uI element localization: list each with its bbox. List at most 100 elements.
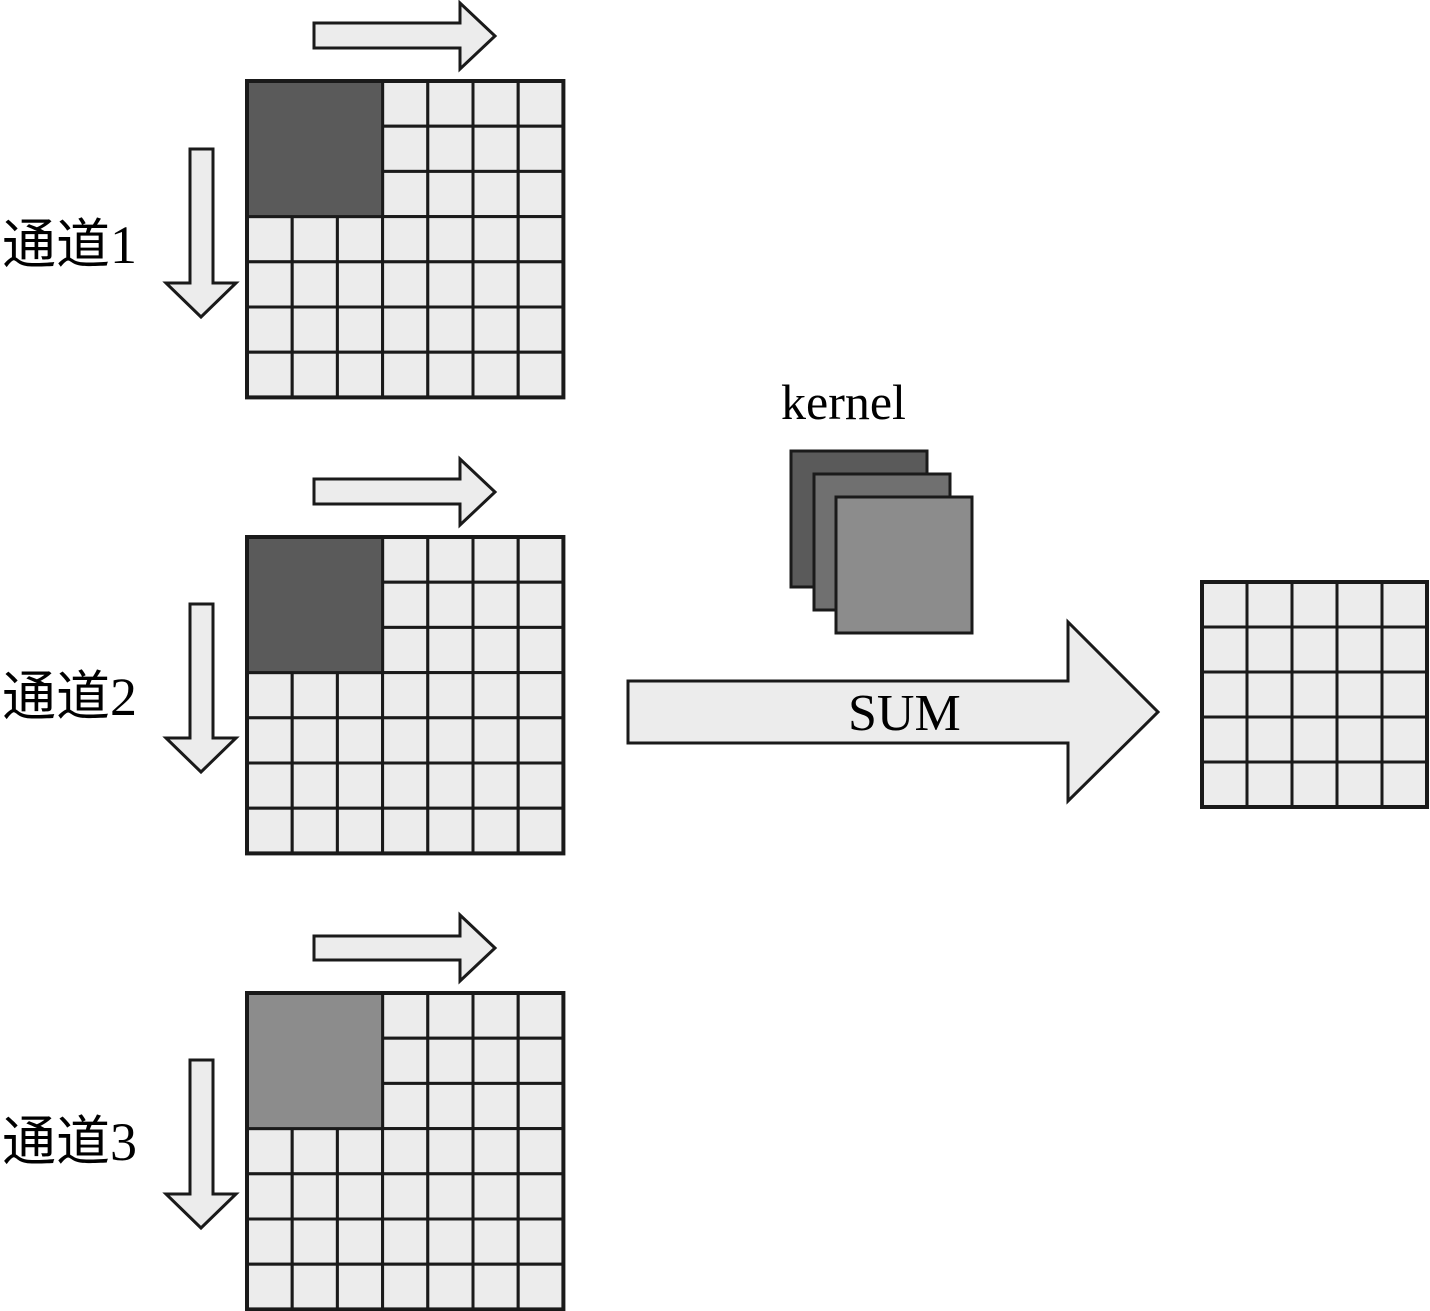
channel-1-cell: [516, 79, 565, 128]
channel-1-cell: [426, 169, 475, 219]
output-cell: [1200, 625, 1249, 674]
channel-2-cell: [516, 580, 565, 629]
channel-1-cell: [335, 350, 385, 399]
channel-3-cell: [516, 1127, 565, 1176]
channel-3-label: 通道3: [2, 1112, 137, 1172]
channel-2-cell: [516, 625, 565, 675]
output-cell: [1335, 670, 1384, 719]
channel-1-cell: [381, 350, 430, 399]
channel-3-cell: [516, 991, 565, 1040]
output-cell: [1290, 670, 1339, 719]
channel-2-cell: [516, 761, 565, 810]
output-cell: [1335, 715, 1384, 764]
channel-2-cell: [335, 806, 385, 855]
channel-1-cell: [245, 305, 294, 354]
channel-3-down-arrow-icon: [162, 1058, 240, 1231]
channel-1-cell: [426, 79, 475, 128]
channel-3-cell: [516, 1172, 565, 1221]
channel-3-cell: [471, 1262, 520, 1311]
output-cell: [1335, 760, 1384, 809]
output-cell: [1200, 760, 1249, 809]
channel-1-cell: [381, 260, 430, 309]
channel-1-down-arrow-icon: [162, 147, 240, 320]
channel-1-cell: [471, 260, 520, 309]
output-cell: [1380, 670, 1429, 719]
kernel-layer-front: [834, 495, 974, 635]
channel-3-cell: [471, 1172, 520, 1221]
output-cell: [1200, 715, 1249, 764]
channel-2-cell: [245, 716, 294, 765]
channel-1-cell: [290, 305, 339, 354]
channel-1-cell: [335, 305, 385, 354]
channel-3-cell: [426, 1172, 475, 1221]
channel-1-cell: [471, 169, 520, 219]
channel-3-cell: [471, 991, 520, 1040]
channel-1-cell: [290, 215, 339, 264]
channel-3-kernel-window: [245, 991, 385, 1131]
channel-2-cell: [381, 716, 430, 765]
channel-3-cell: [381, 1217, 430, 1266]
channel-1-grid: [245, 79, 566, 400]
channel-3-cell: [381, 991, 430, 1040]
channel-3-cell: [426, 1217, 475, 1266]
channel-1-border: [245, 79, 566, 400]
channel-2-cell: [335, 716, 385, 765]
channel-3-cell: [471, 1127, 520, 1176]
channel-2-cell: [381, 625, 430, 675]
channel-1-cell: [290, 260, 339, 309]
channel-2-cell: [426, 535, 475, 584]
channel-1-cell: [471, 350, 520, 399]
output-cell: [1200, 580, 1249, 629]
channel-2-cell: [516, 806, 565, 855]
channel-3-cell: [516, 1081, 565, 1131]
channel-1-cell: [381, 124, 430, 173]
channel-3-cell: [516, 1262, 565, 1311]
output-cell: [1335, 580, 1384, 629]
channel-3-right-arrow-icon: [312, 911, 498, 985]
channel-2-cell: [381, 671, 430, 720]
channel-1-cell: [516, 124, 565, 173]
channel-1-cell: [471, 124, 520, 173]
output-cell: [1200, 670, 1249, 719]
sum-arrow: SUM: [626, 618, 1161, 805]
channel-3-cell: [471, 1036, 520, 1085]
channel-2-cell: [516, 716, 565, 765]
channel-2-cell: [426, 761, 475, 810]
channel-2-cell: [471, 806, 520, 855]
channel-1-cell: [381, 305, 430, 354]
channel-2-label: 通道2: [2, 667, 137, 727]
channel-1-cell: [245, 350, 294, 399]
channel-1-cell: [426, 305, 475, 354]
channel-2-cell: [471, 625, 520, 675]
channel-2-cell: [516, 535, 565, 584]
output-cell: [1245, 580, 1294, 629]
channel-1-cell: [381, 215, 430, 264]
channel-2-cell: [245, 806, 294, 855]
channel-3-cell: [335, 1217, 385, 1266]
channel-3-cell: [381, 1036, 430, 1085]
channel-1-right-arrow-icon: [312, 0, 498, 73]
channel-3-cell: [290, 1172, 339, 1221]
channel-1-group: 通道1: [2, 0, 566, 400]
output-cell: [1380, 715, 1429, 764]
channel-1-cell: [516, 350, 565, 399]
channel-3-cell: [381, 1172, 430, 1221]
channel-2-cell: [471, 671, 520, 720]
channel-3-cell: [426, 1081, 475, 1131]
channel-3-cell: [335, 1127, 385, 1176]
channel-2-cell: [290, 716, 339, 765]
channel-3-cell: [245, 1127, 294, 1176]
channel-2-cell: [290, 761, 339, 810]
channel-3-cell: [335, 1172, 385, 1221]
channel-1-cell: [471, 215, 520, 264]
channel-1-cell: [471, 79, 520, 128]
channel-1-label: 通道1: [2, 215, 137, 275]
channel-1-kernel-window: [245, 79, 385, 219]
output-cell: [1245, 670, 1294, 719]
kernel-label: kernel: [781, 374, 906, 430]
channel-1-cell: [516, 215, 565, 264]
channel-2-cell: [426, 671, 475, 720]
channel-2-cell: [426, 806, 475, 855]
output-cell: [1290, 580, 1339, 629]
channel-3-cell: [381, 1081, 430, 1131]
